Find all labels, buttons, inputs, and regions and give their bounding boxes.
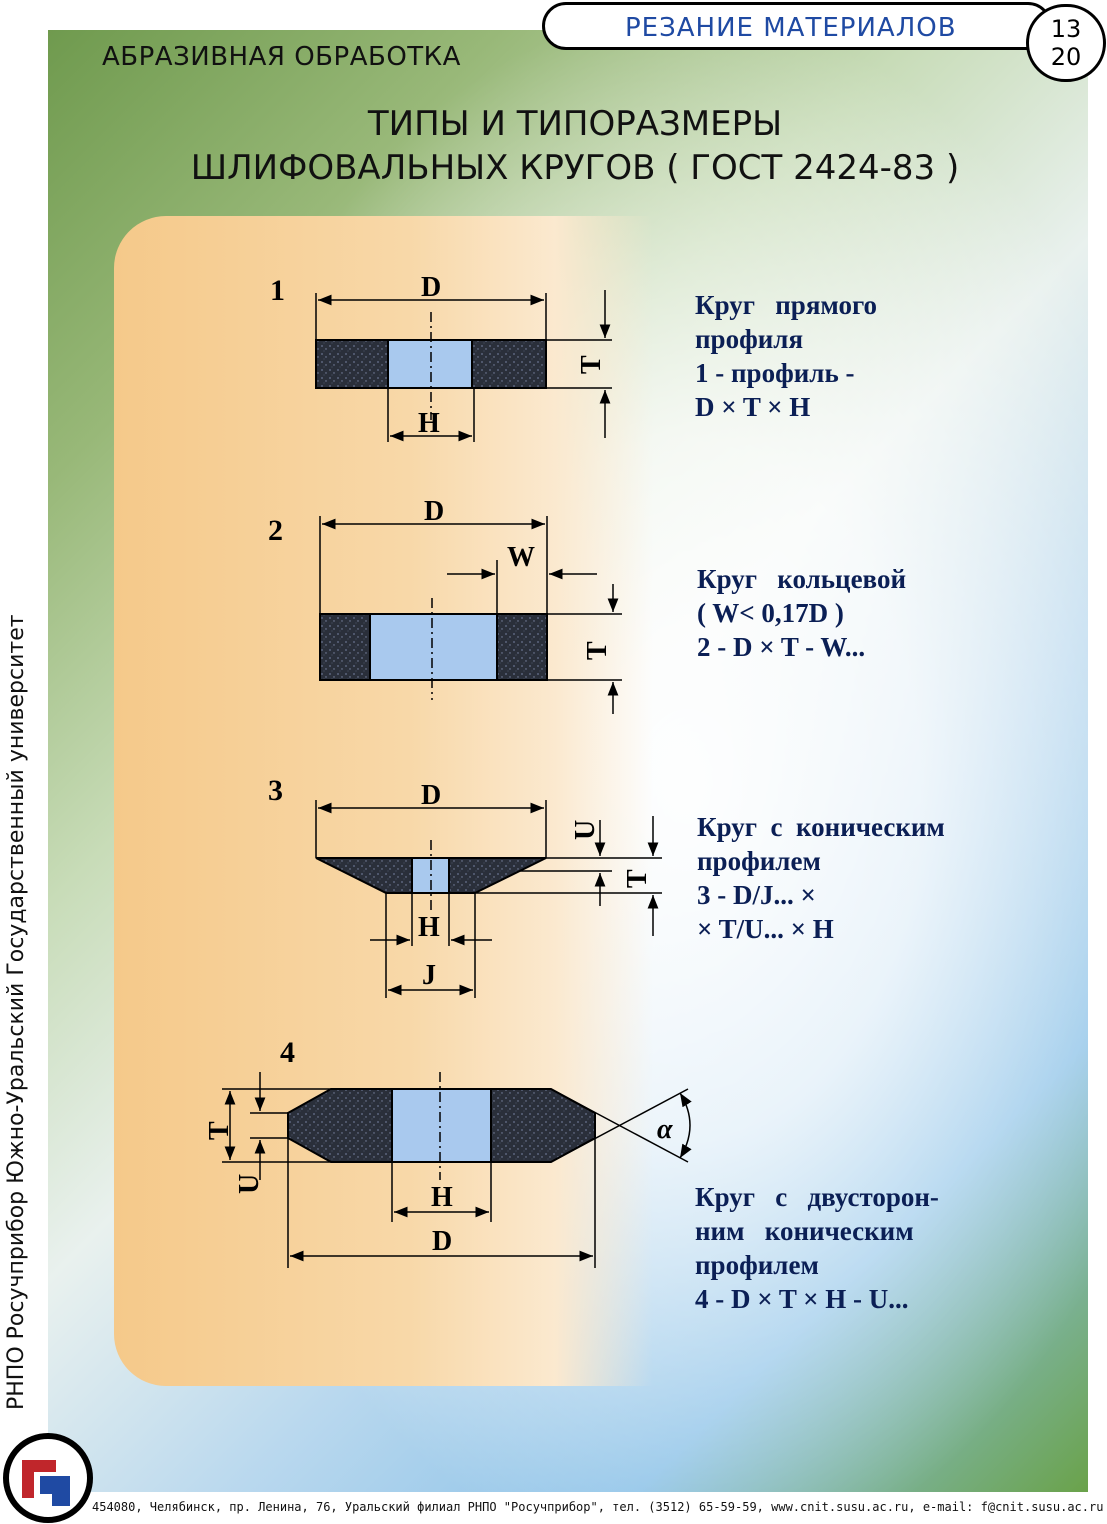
page-number-badge: 13 20 <box>1026 4 1106 82</box>
wheel-1-number: 1 <box>270 274 285 307</box>
wheel-1-desc-line: профиля <box>695 324 804 354</box>
wheel-2-number: 2 <box>268 514 283 547</box>
top-tab-title: РЕЗАНИЕ МАТЕРИАЛОВ <box>625 13 957 43</box>
section-label: АБРАЗИВНАЯ ОБРАБОТКА <box>102 42 461 72</box>
wheel-4-dim-U: U <box>234 1174 265 1194</box>
wheel-1-dim-T: T <box>576 355 607 374</box>
wheel-2-dim-W: W <box>507 542 535 573</box>
wheel-4-description: Круг с двусторон- ним коническим профиле… <box>695 1180 939 1316</box>
wheel-3-desc-line: × T/U... × H <box>697 914 834 944</box>
wheel-3-description: Круг с коническим профилем 3 - D/J... × … <box>697 810 945 946</box>
wheel-2-desc-line: 2 - D × T - W... <box>697 632 866 662</box>
wheel-3-desc-line: профилем <box>697 846 821 876</box>
wheel-2-desc-line: ( W< 0,17D ) <box>697 598 844 628</box>
wheel-4-dim-alpha: α <box>657 1114 673 1145</box>
wheel-4-number: 4 <box>280 1036 295 1069</box>
wheel-4-desc-line: Круг с двусторон- <box>695 1182 939 1212</box>
wheel-2-dim-D: D <box>424 496 444 527</box>
top-tab: РЕЗАНИЕ МАТЕРИАЛОВ <box>542 2 1052 50</box>
title-line-1: ТИПЫ И ТИПОРАЗМЕРЫ <box>367 104 783 144</box>
wheel-3-dim-H: H <box>418 912 440 943</box>
wheel-1-description: Круг прямого профиля 1 - профиль - D × T… <box>695 288 877 424</box>
wheel-3-dim-J: J <box>422 960 436 991</box>
wheel-1-desc-line: 1 - профиль - <box>695 358 855 388</box>
wheel-2-dim-T: T <box>582 641 613 660</box>
wheel-3-dim-T: T <box>622 869 653 888</box>
wheel-1-desc-line: Круг прямого <box>695 290 878 320</box>
wheel-1-dim-H: H <box>418 408 440 439</box>
wheel-1-dim-D: D <box>421 272 441 303</box>
wheel-3-desc-line: 3 - D/J... × <box>697 880 816 910</box>
wheel-4-desc-line: профилем <box>695 1250 819 1280</box>
wheel-3-dim-U: U <box>570 820 601 840</box>
page-current: 13 <box>1050 15 1082 43</box>
wheel-4-dim-T: T <box>204 1121 235 1140</box>
wheel-2-description: Круг кольцевой ( W< 0,17D ) 2 - D × T - … <box>697 562 906 664</box>
organization-logo <box>3 1433 93 1523</box>
wheel-3-diagram: D U T H J <box>315 780 662 998</box>
wheel-3-number: 3 <box>268 774 283 807</box>
wheel-1-desc-line: D × T × H <box>695 392 811 422</box>
footer-address: 454080, Челябинск, пр. Ленина, 76, Ураль… <box>92 1500 1104 1514</box>
wheel-4-desc-line: ним коническим <box>695 1216 914 1246</box>
wheel-1-diagram: D H T <box>315 272 612 442</box>
wheel-4-desc-line: 4 - D × T × H - U... <box>695 1284 909 1314</box>
wheel-4-dim-H: H <box>431 1182 453 1213</box>
content-panel <box>114 216 1094 1386</box>
wheel-2-diagram: D W T <box>319 496 622 714</box>
title-line-2: ШЛИФОВАЛЬНЫХ КРУГОВ ( ГОСТ 2424-83 ) <box>190 148 960 188</box>
wheel-4-diagram: T U H D α <box>204 1072 692 1268</box>
wheel-3-dim-D: D <box>421 780 441 811</box>
wheel-4-dim-D: D <box>432 1226 452 1257</box>
page-total: 20 <box>1050 43 1082 71</box>
page-title: ТИПЫ И ТИПОРАЗМЕРЫ ШЛИФОВАЛЬНЫХ КРУГОВ (… <box>150 102 1000 190</box>
wheel-3-desc-line: Круг с коническим <box>697 812 945 842</box>
wheel-2-desc-line: Круг кольцевой <box>697 564 907 594</box>
